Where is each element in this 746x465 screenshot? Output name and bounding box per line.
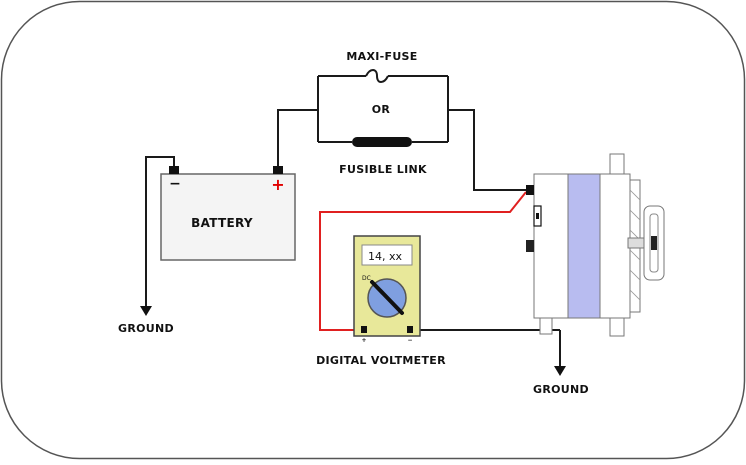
fusible-link-label: FUSIBLE LINK	[339, 163, 427, 176]
meter-negative-sign: −	[407, 337, 412, 344]
meter-dial-pointer	[370, 280, 404, 315]
meter-negative-jack	[407, 326, 413, 333]
battery-label: BATTERY	[191, 216, 253, 230]
alternator-b-plus-terminal	[526, 185, 534, 195]
digital-voltmeter-label: DIGITAL VOLTMETER	[316, 354, 446, 367]
alternator-mount-bottom	[609, 317, 625, 337]
digital-voltmeter: 14, xx DC + −	[353, 235, 421, 344]
meter-reading: 14, xx	[368, 250, 403, 263]
meter-positive-jack	[361, 326, 367, 333]
maxi-fuse-label: MAXI-FUSE	[346, 50, 417, 63]
battery-positive-terminal	[273, 166, 283, 174]
meter-ground-wiring	[412, 329, 561, 370]
alternator	[526, 153, 665, 337]
meter-positive-sign: +	[361, 337, 366, 344]
battery-negative-terminal	[169, 166, 179, 174]
alternator-ground-lug	[539, 317, 553, 335]
ground-label-right: GROUND	[533, 383, 589, 396]
test-lead-positive	[319, 191, 527, 331]
alternator-mount-top	[609, 153, 625, 175]
battery: − + BATTERY	[160, 166, 296, 261]
battery-body	[160, 173, 296, 261]
alternator-pulley-hub	[651, 236, 657, 250]
battery-wiring	[145, 109, 528, 310]
alternator-front-case	[599, 173, 631, 319]
battery-positive-sign: +	[271, 175, 284, 194]
meter-mode-label: DC	[362, 275, 371, 282]
maxi-fuse-symbol	[365, 69, 389, 83]
fusible-link-symbol	[352, 137, 412, 147]
alternator-stator	[567, 173, 601, 319]
battery-positive-wire	[277, 109, 318, 170]
or-label: OR	[372, 103, 391, 116]
fuse-to-alternator-wire	[448, 109, 528, 191]
battery-negative-sign: −	[169, 176, 181, 192]
meter-display	[361, 244, 413, 266]
ground-arrow-right	[554, 366, 566, 376]
alternator-sense-terminal	[526, 240, 534, 252]
alternator-connector-pin	[536, 213, 539, 219]
ground-arrow-left	[140, 306, 152, 316]
battery-negative-wire	[145, 156, 175, 310]
alternator-rear-case	[533, 173, 569, 319]
ground-label-left: GROUND	[118, 322, 174, 335]
